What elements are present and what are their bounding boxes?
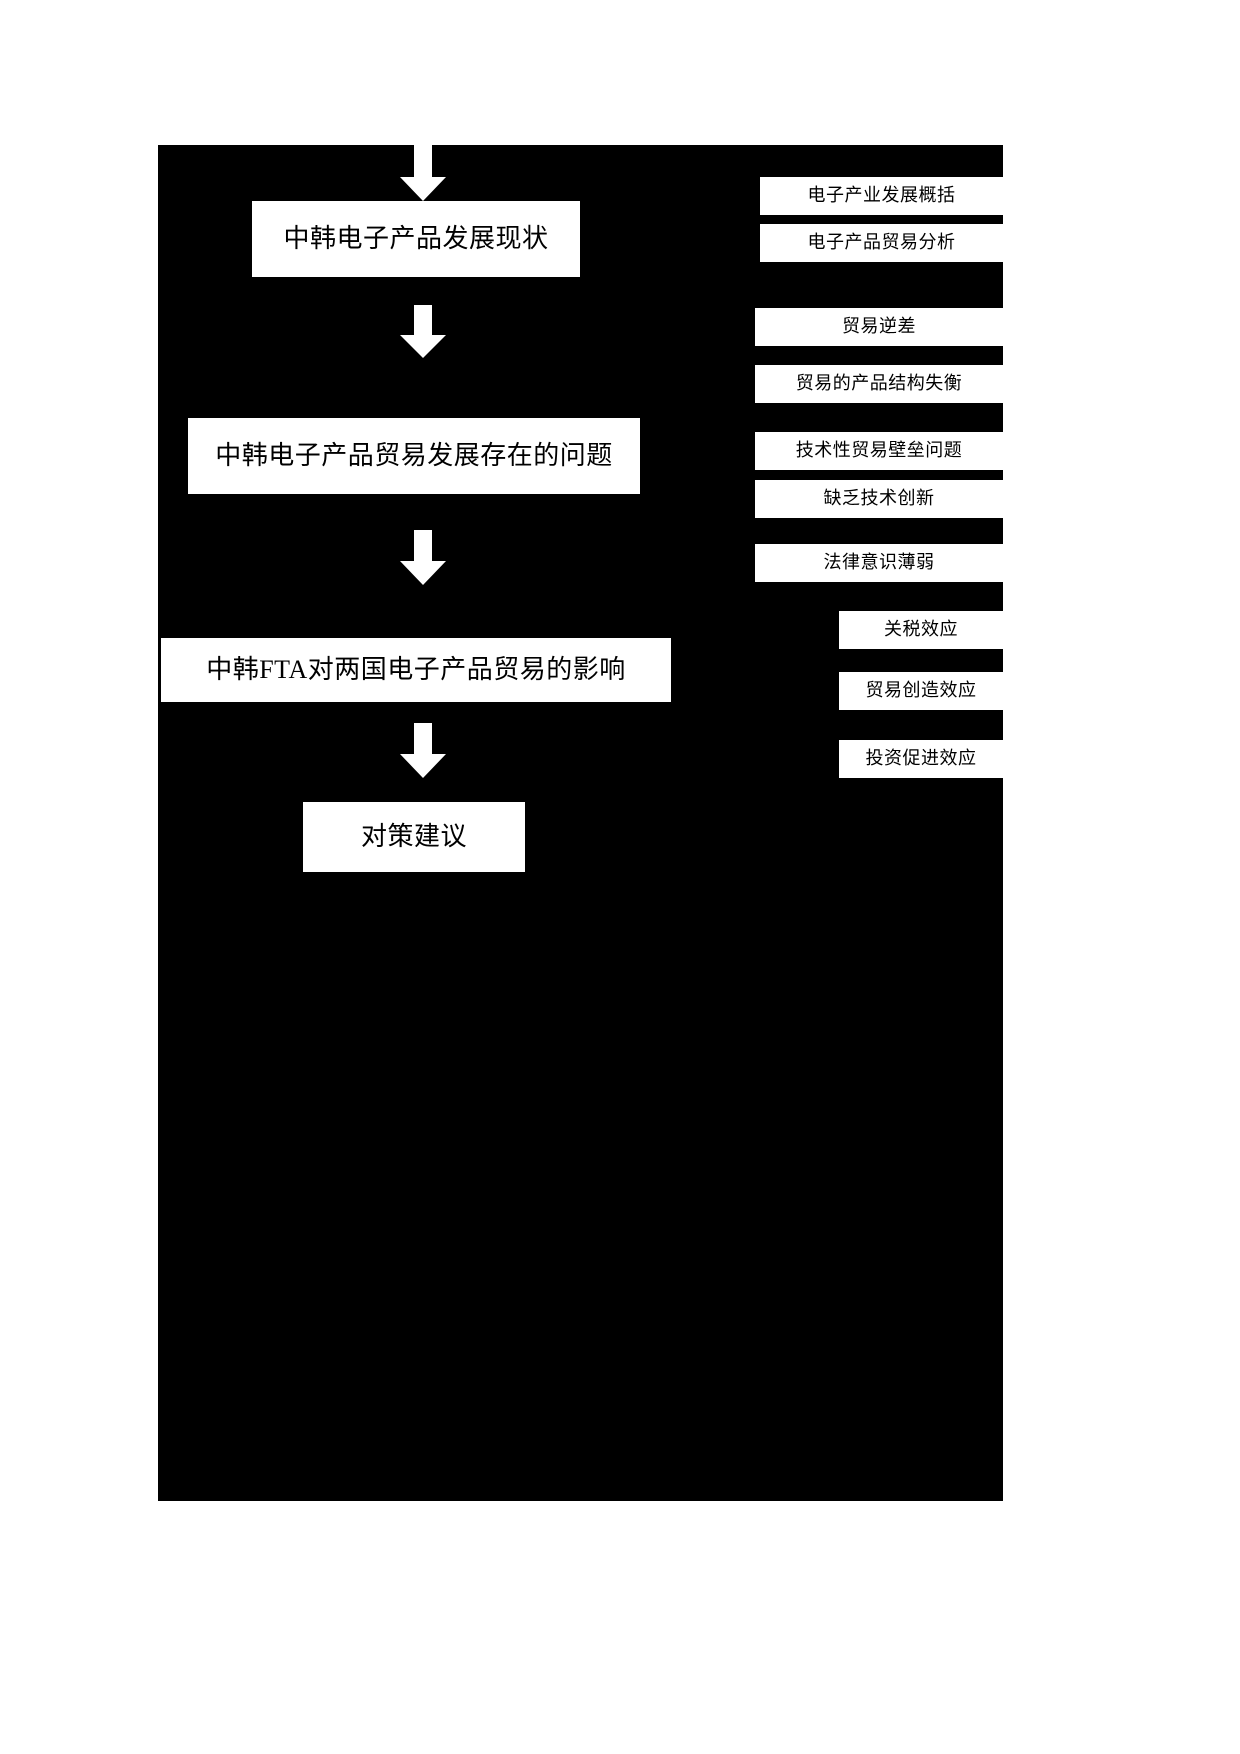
flowchart-canvas: 中韩电子产品发展现状 中韩电子产品贸易发展存在的问题 中韩FTA对两国电子产品贸… xyxy=(158,145,1003,1501)
node-electronics-industry-overview[interactable]: 电子产业发展概括 xyxy=(760,177,1003,215)
node-current-status[interactable]: 中韩电子产品发展现状 xyxy=(252,201,580,277)
down-arrow-icon xyxy=(396,530,450,585)
node-trade-deficit[interactable]: 贸易逆差 xyxy=(755,308,1003,346)
node-weak-legal-awareness[interactable]: 法律意识薄弱 xyxy=(755,544,1003,582)
node-electronics-trade-analysis[interactable]: 电子产品贸易分析 xyxy=(760,224,1003,262)
node-existing-problems[interactable]: 中韩电子产品贸易发展存在的问题 xyxy=(188,418,640,494)
node-investment-promotion-effect[interactable]: 投资促进效应 xyxy=(839,740,1003,778)
node-lack-of-technical-innovation[interactable]: 缺乏技术创新 xyxy=(755,480,1003,518)
down-arrow-icon xyxy=(396,723,450,778)
down-arrow-icon xyxy=(396,145,450,201)
node-countermeasure-suggestions[interactable]: 对策建议 xyxy=(303,802,525,872)
down-arrow-icon xyxy=(396,305,450,358)
node-technical-trade-barriers[interactable]: 技术性贸易壁垒问题 xyxy=(755,432,1003,470)
node-trade-creation-effect[interactable]: 贸易创造效应 xyxy=(839,672,1003,710)
node-fta-impact[interactable]: 中韩FTA对两国电子产品贸易的影响 xyxy=(161,638,671,702)
node-product-structure-imbalance[interactable]: 贸易的产品结构失衡 xyxy=(755,365,1003,403)
node-tariff-effect[interactable]: 关税效应 xyxy=(839,611,1003,649)
